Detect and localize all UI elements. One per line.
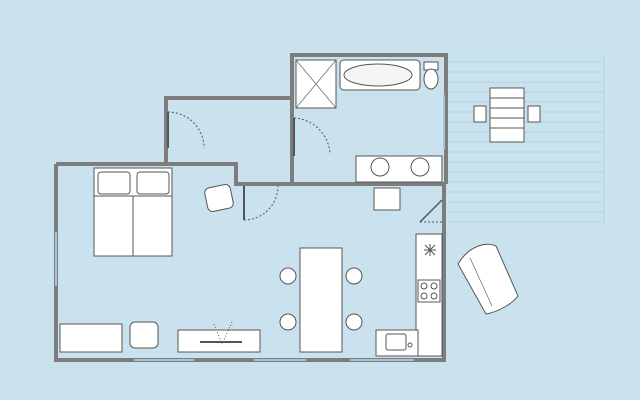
terrace-chair [527, 105, 541, 123]
windows [55, 95, 445, 361]
stool [345, 313, 363, 331]
sofa [59, 323, 123, 353]
bathroom-door[interactable] [293, 117, 331, 156]
stool [279, 267, 297, 285]
armchair [129, 321, 159, 349]
stove [417, 279, 441, 303]
terrace-furniture [457, 87, 541, 315]
terrace-table [489, 87, 525, 143]
double-sink [355, 155, 443, 183]
hall-door[interactable] [243, 185, 279, 221]
dining-table [299, 247, 343, 353]
toilet [423, 61, 439, 90]
double-bed [93, 167, 173, 257]
stool [279, 313, 297, 331]
doors [167, 111, 443, 223]
terrace-chair [473, 105, 487, 123]
kitchen [375, 233, 443, 357]
armchair [204, 183, 234, 213]
fridge-icon [424, 244, 436, 256]
stool [345, 267, 363, 285]
tv [200, 321, 242, 345]
pillow [136, 171, 170, 195]
lounge-bench [457, 243, 519, 315]
bathroom-fixtures [295, 59, 443, 183]
cube-side-table [373, 187, 401, 211]
dining [279, 247, 363, 353]
entry-door[interactable] [167, 111, 205, 149]
pillow [97, 171, 131, 195]
kitchen-sink [385, 333, 407, 351]
terrace-door[interactable] [419, 199, 443, 223]
terrace [448, 55, 605, 225]
bedroom-furniture [59, 167, 261, 353]
